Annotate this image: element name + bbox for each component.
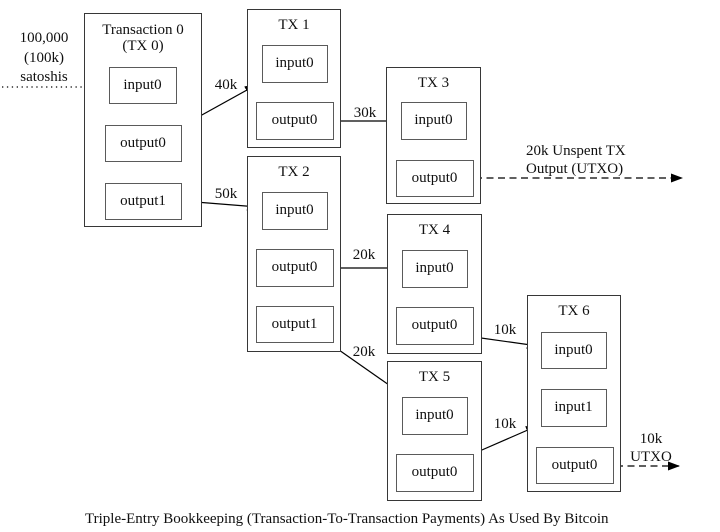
amount-tx0-to-tx1: 40k (214, 77, 238, 93)
tx6-title: TX 6 (558, 303, 590, 319)
utxo-note-tx3-line1: 20k Unspent TX (526, 143, 626, 159)
tx4-output0: output0 (395, 306, 474, 345)
diagram-caption: Triple-Entry Bookkeeping (Transaction-To… (85, 511, 609, 527)
source-satoshis-line3: satoshis (20, 69, 68, 85)
utxo-note-tx6-line2: UTXO (630, 449, 672, 465)
utxo-note-tx3-line2: Output (UTXO) (526, 161, 624, 177)
amount-tx1-to-tx3: 30k (353, 105, 377, 121)
tx3-output0: output0 (395, 159, 474, 197)
tx0-title: Transaction 0 (TX 0) (85, 22, 201, 54)
tx1-input0: input0 (261, 44, 328, 83)
source-satoshis-label: 100,000 (100k) satoshis (8, 29, 80, 88)
tx2-box: TX 2 input0 output0 output1 (247, 156, 341, 352)
utxo-note-tx6-line1: 10k (639, 431, 663, 447)
source-satoshis-line2: (100k) (24, 49, 64, 66)
tx5-input0: input0 (401, 396, 468, 435)
tx5-title: TX 5 (418, 369, 451, 385)
tx0-title-line2: (TX 0) (122, 38, 164, 54)
tx3-box: TX 3 input0 output0 (386, 67, 481, 204)
tx5-output0: output0 (395, 453, 474, 492)
utxo-note-tx3: 20k Unspent TX Output (UTXO) (526, 142, 626, 178)
tx0-input0: input0 (108, 66, 177, 104)
tx0-output0: output0 (104, 124, 182, 162)
amount-tx0-to-tx2: 50k (214, 186, 238, 202)
tx0-box: Transaction 0 (TX 0) input0 output0 outp… (84, 13, 202, 227)
tx3-title: TX 3 (417, 75, 450, 91)
tx6-box: TX 6 input0 input1 output0 (527, 295, 621, 492)
tx4-box: TX 4 input0 output0 (387, 214, 482, 354)
tx1-output0: output0 (255, 101, 334, 140)
tx1-box: TX 1 input0 output0 (247, 9, 341, 148)
amount-tx5-to-tx6: 10k (493, 416, 517, 432)
amount-tx2-to-tx5: 20k (352, 344, 376, 360)
amount-tx4-to-tx6: 10k (493, 322, 517, 338)
tx2-title: TX 2 (278, 164, 310, 180)
tx2-input0: input0 (261, 191, 328, 230)
tx5-box: TX 5 input0 output0 (387, 361, 482, 501)
arrow-tx5-output0-to-tx6-input1 (474, 425, 538, 454)
tx6-input1: input1 (540, 388, 607, 427)
amount-tx2-to-tx4: 20k (352, 247, 376, 263)
tx4-input0: input0 (401, 249, 468, 288)
tx6-input0: input0 (540, 331, 607, 369)
tx3-input0: input0 (400, 101, 467, 140)
tx4-title: TX 4 (418, 222, 451, 238)
utxo-note-tx6: 10k UTXO (630, 430, 672, 466)
tx0-output1: output1 (104, 182, 182, 220)
tx2-output0: output0 (255, 248, 334, 287)
tx0-title-line1: Transaction 0 (102, 22, 184, 38)
source-satoshis-line1: 100,000 (19, 30, 69, 46)
tx2-output1: output1 (255, 305, 334, 343)
tx1-title: TX 1 (278, 17, 310, 33)
tx6-output0: output0 (535, 446, 614, 484)
